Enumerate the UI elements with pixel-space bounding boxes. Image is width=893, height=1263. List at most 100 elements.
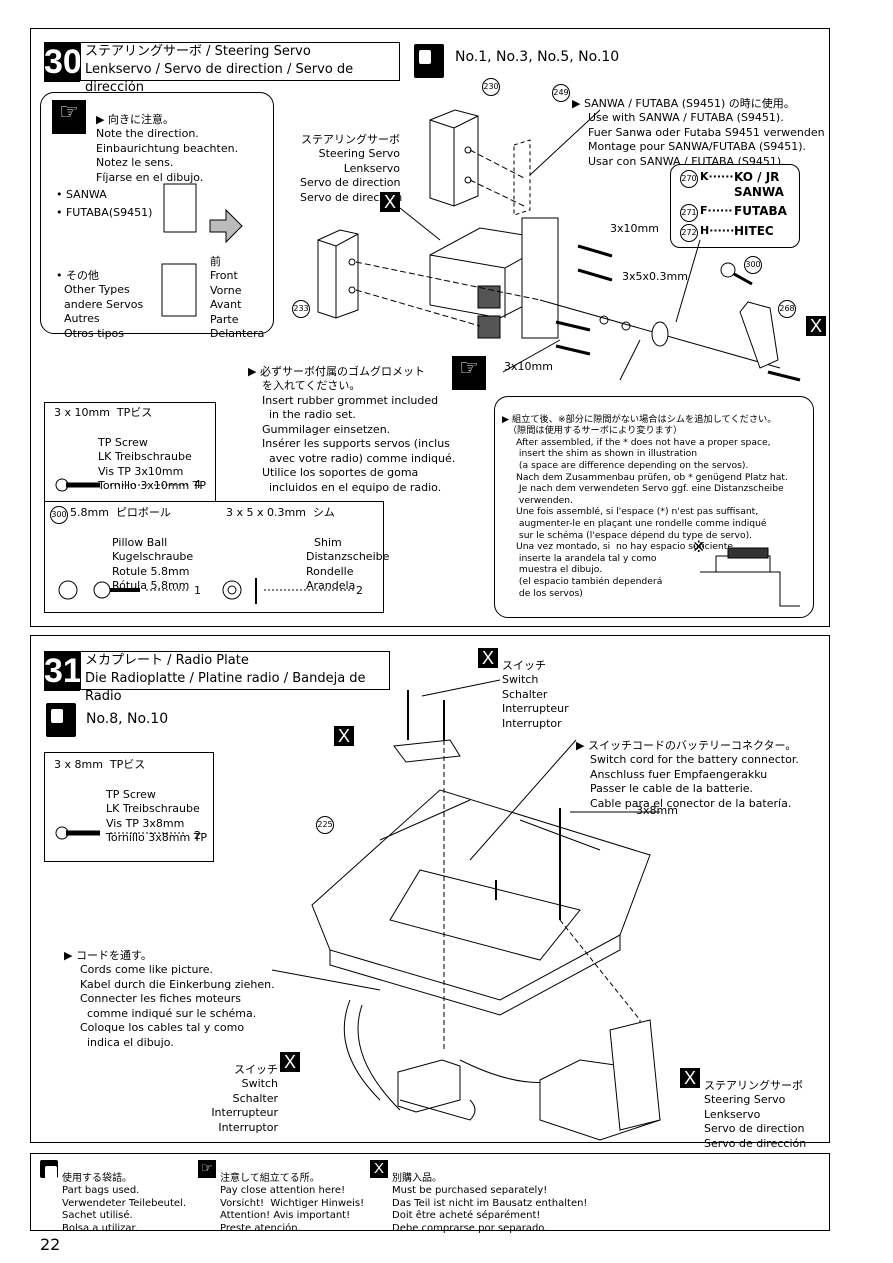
part-number-225: 225	[316, 816, 334, 834]
step-title-31: メカプレート / Radio Plate Die Radioplatte / P…	[80, 651, 390, 704]
others-ja: • その他	[56, 268, 99, 282]
purchase-separately-icon: X	[380, 192, 400, 212]
pillow-ball-qty: 1	[194, 584, 201, 597]
lb-ja: 使用する袋詰。	[62, 1172, 132, 1184]
cords-de: Kabel durch die Einkerbung ziehen.	[80, 977, 275, 991]
servo31-de: Lenkservo	[704, 1107, 761, 1121]
part-bag-icon	[414, 44, 444, 78]
la-ja: 注意して組立てる所。	[220, 1172, 320, 1184]
front-de: Vorne	[210, 283, 242, 297]
part-number-270: 270	[680, 170, 698, 188]
shim-note-11: Una vez montado, si no hay espacio sufic…	[516, 541, 736, 553]
direction-note-ja: ▶ 向きに注意。	[96, 112, 174, 126]
servo31-ja: ステアリングサーボ	[704, 1078, 803, 1092]
part-bag-icon-31	[46, 703, 76, 737]
direction-note-fr: Notez le sens.	[96, 156, 174, 169]
legend-panel	[30, 1153, 830, 1231]
tp-de: LK Treibschraube	[98, 450, 192, 463]
legend-bags: 使用する袋詰。Part bags used.Verwendeter Teileb…	[62, 1160, 186, 1235]
cords-fr1: Connecter les fiches moteurs	[80, 992, 242, 1005]
sw-top-ja: スイッチ	[502, 658, 546, 672]
page-number: 22	[40, 1235, 61, 1254]
horn-k-name: KO / JR SANWA	[734, 170, 784, 199]
legend-hand-icon: ☞	[198, 1160, 216, 1178]
legend-attention: 注意して組立てる所。Pay close attention here!Vorsi…	[220, 1160, 364, 1235]
tp-screw-31-qty: 2	[194, 829, 201, 842]
cord-ja: ▶ スイッチコードのバッテリーコネクター。	[576, 738, 797, 752]
lp-de: Das Teil ist nicht im Bausatz enthalten!	[392, 1197, 588, 1209]
shim-note-7: verwenden.	[516, 494, 574, 506]
pillow-ball-title: 5.8mm ピロボール	[70, 506, 171, 519]
lb-de: Verwendeter Teilebeutel.	[62, 1197, 186, 1209]
legend-bag-icon	[40, 1160, 58, 1180]
shim-note-1: （隙間は使用するサーボにより変ります）	[502, 425, 683, 437]
horn-k-code: K······	[700, 170, 734, 183]
lb-es: Bolsa a utilizar.	[62, 1222, 138, 1234]
shim-note-15: de los servos)	[516, 587, 583, 599]
tp31-en: TP Screw	[106, 787, 156, 801]
kome-mark: ※	[692, 537, 706, 556]
step-number: 30	[44, 42, 82, 82]
part-number-300b: 300	[50, 506, 68, 524]
la-es: Preste atención.	[220, 1222, 301, 1234]
tp-screw-31-title: 3 x 8mm TPビス	[54, 758, 146, 771]
legend-x-icon: X	[370, 1160, 388, 1178]
grommet-fr1: Insérer les supports servos (inclus	[262, 437, 450, 450]
servo31-en: Steering Servo	[704, 1093, 786, 1106]
shim-de: Distanzscheibe	[306, 550, 390, 563]
sw-bot-en: Switch	[241, 1077, 278, 1090]
purchase-separately-icon-plate: X	[334, 726, 354, 746]
sw-bot-fr: Interrupteur	[211, 1106, 278, 1119]
cord-es: Cable para el conector de la batería.	[590, 796, 792, 810]
front-es2: Delantera	[210, 327, 265, 340]
attention-hand-icon-grommet: ☞	[452, 356, 486, 390]
sf-note-fr: Montage pour SANWA/FUTABA (S9451).	[588, 140, 807, 153]
sw-top-es: Interruptor	[502, 716, 562, 730]
front-es1: Parte	[210, 312, 239, 326]
pb-de: Kugelschraube	[112, 550, 194, 563]
sw-bot-ja: スイッチ	[234, 1062, 278, 1076]
part-number-249: 249	[552, 84, 570, 102]
cord-de: Anschluss fuer Empfaengerakku	[590, 767, 768, 781]
cords-es1: Coloque los cables tal y como	[80, 1021, 245, 1034]
la-fr: Attention! Avis important!	[220, 1210, 351, 1221]
servo31-es: Servo de dirección	[704, 1136, 807, 1150]
step-title: ステアリングサーボ / Steering Servo Lenkservo / S…	[80, 42, 400, 95]
sw-bot-es: Interruptor	[218, 1120, 278, 1134]
sf-note-de: Fuer Sanwa oder Futaba S9451 verwenden	[588, 125, 825, 139]
purchase-separately-icon-switch-bottom: X	[280, 1052, 300, 1072]
sw-top-de: Schalter	[502, 687, 548, 701]
shim-note-8: Une fois assemblé, si l'espace (*) n'est…	[516, 506, 759, 518]
direction-note-de: Einbaurichtung beachten.	[96, 141, 239, 155]
direction-note: ▶ 向きに注意。Note the direction.Einbaurichtun…	[96, 98, 238, 185]
purchase-separately-icon-horn: X	[806, 316, 826, 336]
pb-en: Pillow Ball	[112, 535, 168, 549]
step-number-31: 31	[44, 651, 82, 691]
horn-f-name: FUTABA	[734, 204, 787, 218]
part-number-233: 233	[292, 300, 310, 318]
shim-note-12: inserte la arandela tal y como	[516, 552, 657, 564]
sf-note-ja: ▶ SANWA / FUTABA (S9451) の時に使用。	[572, 96, 795, 110]
attention-hand-icon: ☞	[52, 100, 86, 134]
servo31-fr: Servo de direction	[704, 1122, 805, 1135]
screw-callout-3x10-upper: 3x10mm	[610, 222, 659, 235]
shim-title: 3 x 5 x 0.3mm シム	[226, 506, 335, 519]
tp-screw-qty: 4	[194, 478, 201, 491]
part-number-268: 268	[778, 300, 796, 318]
grommet-ja1: ▶ 必ずサーボ付属のゴムグロメット	[248, 364, 425, 378]
front-ja: 前	[210, 254, 221, 268]
la-en: Pay close attention here!	[220, 1185, 346, 1196]
front-fr: Avant	[210, 298, 242, 311]
grommet-de: Gummilager einsetzen.	[262, 422, 391, 436]
shim-qty: 2	[356, 584, 363, 597]
sf-note-en: Use with SANWA / FUTABA (S9451).	[588, 111, 784, 124]
step31-title-line1: メカプレート / Radio Plate	[85, 653, 249, 668]
tp31-de: LK Treibschraube	[106, 802, 200, 815]
